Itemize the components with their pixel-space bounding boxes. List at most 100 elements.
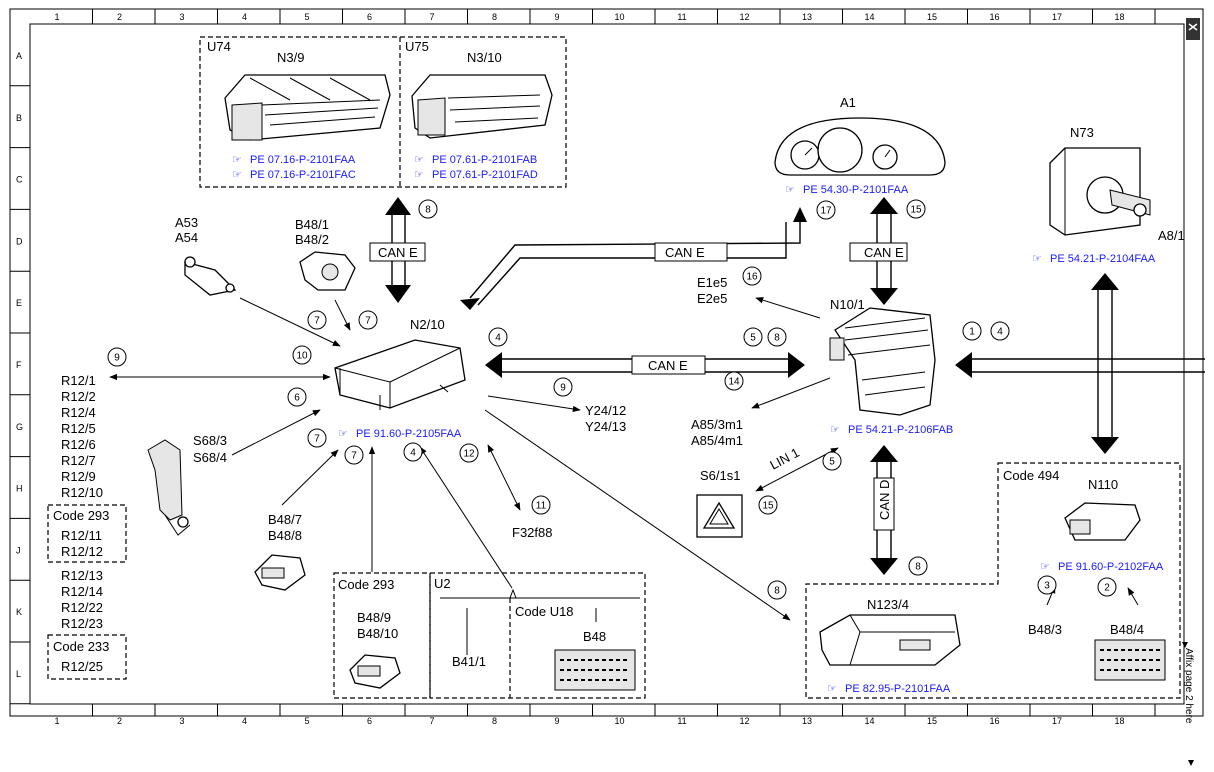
grid-row-A: A [16,51,22,61]
n3-10-ecu [411,74,553,139]
code-293-left-box [47,504,127,563]
code-233-item: R12/25 [61,659,103,674]
circle-number-7: 7 [307,428,327,448]
u75-ref2[interactable]: PE 07.61-P-2101FAD [432,169,538,181]
code-u18-label: Code U18 [515,604,574,619]
grid-row-G: G [16,422,23,432]
frame [9,8,1204,717]
n73-label: N73 [1070,125,1094,140]
svg-text:5: 5 [750,333,756,344]
code-293-left-item: R12/11 [61,528,102,543]
svg-text:14: 14 [728,377,740,388]
r12-item: R12/7 [61,453,96,468]
grid-col-bottom-18: 18 [1114,716,1124,726]
grid-col-bottom-16: 16 [989,716,999,726]
n123-4-ref[interactable]: PE 82.95-P-2101FAA [845,683,951,695]
circle-number-8: 8 [908,556,928,576]
a53-line2: A54 [175,230,198,245]
svg-text:16: 16 [746,272,758,283]
circle-number-4: 4 [990,321,1010,341]
n123-4-unit [819,614,961,666]
circle-number-7: 7 [344,445,364,465]
circle-number-5: 5 [822,451,842,471]
u74-ref2[interactable]: PE 07.16-P-2101FAC [250,169,356,181]
circle-number-12: 12 [459,443,479,463]
u74-ref1[interactable]: PE 07.16-P-2101FAA [250,154,356,166]
svg-text:5: 5 [829,457,835,468]
a85-arrow [751,377,831,409]
f32-label: F32f88 [512,525,552,540]
circle-number-9: 9 [553,377,573,397]
svg-text:8: 8 [774,586,780,597]
u75-label: U75 [405,39,429,54]
e1e5-line2: E2e5 [697,291,727,306]
can-d-vertical: CAN D [870,445,898,575]
r12-item: R12/4 [61,405,96,420]
can-e-vertical-right: CAN E [849,197,908,305]
pdf-icon[interactable] [1186,18,1200,40]
svg-text:☞: ☞ [830,424,840,436]
circle-number-4: 4 [403,442,423,462]
n73-ref[interactable]: PE 54.21-P-2104FAA [1050,253,1156,265]
b48-connector [554,649,636,691]
grid-col-bottom-7: 7 [429,716,434,726]
grid-col-4: 4 [242,12,247,22]
grid-col-bottom-17: 17 [1052,716,1062,726]
grid-col-14: 14 [864,12,874,22]
a53-sensor [184,256,237,296]
b48-7-sensor [254,554,306,591]
circle-number-15: 15 [758,495,778,515]
s68-line2: S68/4 [193,450,227,465]
circle-number-3: 3 [1037,575,1057,595]
circle-number-8: 8 [767,327,787,347]
n3-9-ecu [224,74,391,141]
svg-text:1: 1 [969,327,975,338]
r12-item: R12/23 [61,616,103,631]
can-e-label-1: CAN E [378,245,418,260]
f32-arrow [487,444,521,511]
n123-arrow [484,409,791,621]
grid-col-11: 11 [677,12,686,22]
n110-ref[interactable]: PE 91.60-P-2102FAA [1058,561,1164,573]
e1e5-line1: E1e5 [697,275,727,290]
n73-ignition-switch [1049,147,1151,236]
code-293-mid-box [333,572,431,699]
code-293-left-title: Code 293 [53,508,109,523]
u2-box [429,572,646,699]
n3-9-label: N3/9 [277,50,304,65]
hazard-switch [696,494,743,538]
n110-label: N110 [1088,477,1118,492]
a1-ref[interactable]: PE 54.30-P-2101FAA [803,184,909,196]
svg-text:11: 11 [536,501,547,512]
circle-number-8: 8 [418,199,438,219]
b48-4-arrow [1127,587,1139,606]
grid-row-F: F [16,360,22,370]
circle-number-10: 10 [292,345,312,365]
code-293-mid-line2: B48/10 [357,626,398,641]
code-293-left-item: R12/12 [61,544,103,559]
svg-text:4: 4 [997,327,1003,338]
b48-4-label: B48/4 [1110,622,1144,637]
s68-buckle [147,439,191,536]
svg-text:2: 2 [1104,583,1110,594]
r12-item: R12/5 [61,421,96,436]
circle-number-1: 1 [962,321,982,341]
a85-line1: A85/3m1 [691,417,743,432]
circle-number-5: 5 [743,327,763,347]
svg-text:☞: ☞ [785,184,795,196]
svg-text:3: 3 [1044,581,1050,592]
n10-1-ref[interactable]: PE 54.21-P-2106FAB [848,424,953,436]
b48-1-line1: B48/1 [295,217,329,232]
code-293-mid-title: Code 293 [338,577,394,592]
grid-col-9: 9 [554,12,559,22]
n2-10-ref[interactable]: PE 91.60-P-2105FAA [356,428,462,440]
grid-col-10: 10 [614,12,624,22]
b48-7-line1: B48/7 [268,512,302,527]
u75-ref1[interactable]: PE 07.61-P-2101FAB [432,154,537,166]
circle-number-6: 6 [287,387,307,407]
grid-row-H: H [16,484,23,494]
grid-col-12: 12 [739,12,749,22]
